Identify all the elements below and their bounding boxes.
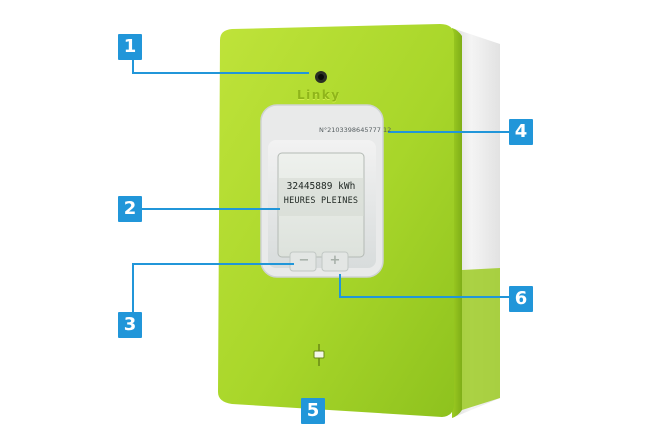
callout-badge-1: 1 bbox=[118, 34, 142, 60]
callout-badge-5: 5 bbox=[301, 398, 325, 424]
callout-badge-3: 3 bbox=[118, 312, 142, 338]
callout-lines bbox=[132, 60, 509, 312]
lcd-readout: 32445889 kWh HEURES PLEINES bbox=[281, 180, 361, 208]
minus-button-shape bbox=[289, 251, 317, 272]
meter-brand-logo: Linky bbox=[297, 88, 341, 102]
minus-button-label: − bbox=[298, 253, 310, 268]
plus-button-label: + bbox=[329, 253, 341, 268]
plus-button-shape bbox=[321, 251, 349, 272]
callout-badge-4: 4 bbox=[509, 119, 533, 145]
seal-slot-light bbox=[313, 350, 325, 359]
serial-number: N°2103398645777 12 bbox=[319, 126, 392, 134]
meter-side-lower bbox=[462, 268, 500, 410]
lcd-energy-reading: 32445889 kWh bbox=[286, 181, 356, 192]
callout-line-3 bbox=[132, 263, 294, 312]
callout-line-6 bbox=[339, 274, 509, 298]
callout-badge-6: 6 bbox=[509, 286, 533, 312]
callout-line-1 bbox=[132, 60, 309, 74]
callout-badge-2: 2 bbox=[118, 196, 142, 222]
lcd-tariff-label: HEURES PLEINES bbox=[283, 196, 359, 206]
meter-green-side-strip bbox=[452, 28, 462, 418]
